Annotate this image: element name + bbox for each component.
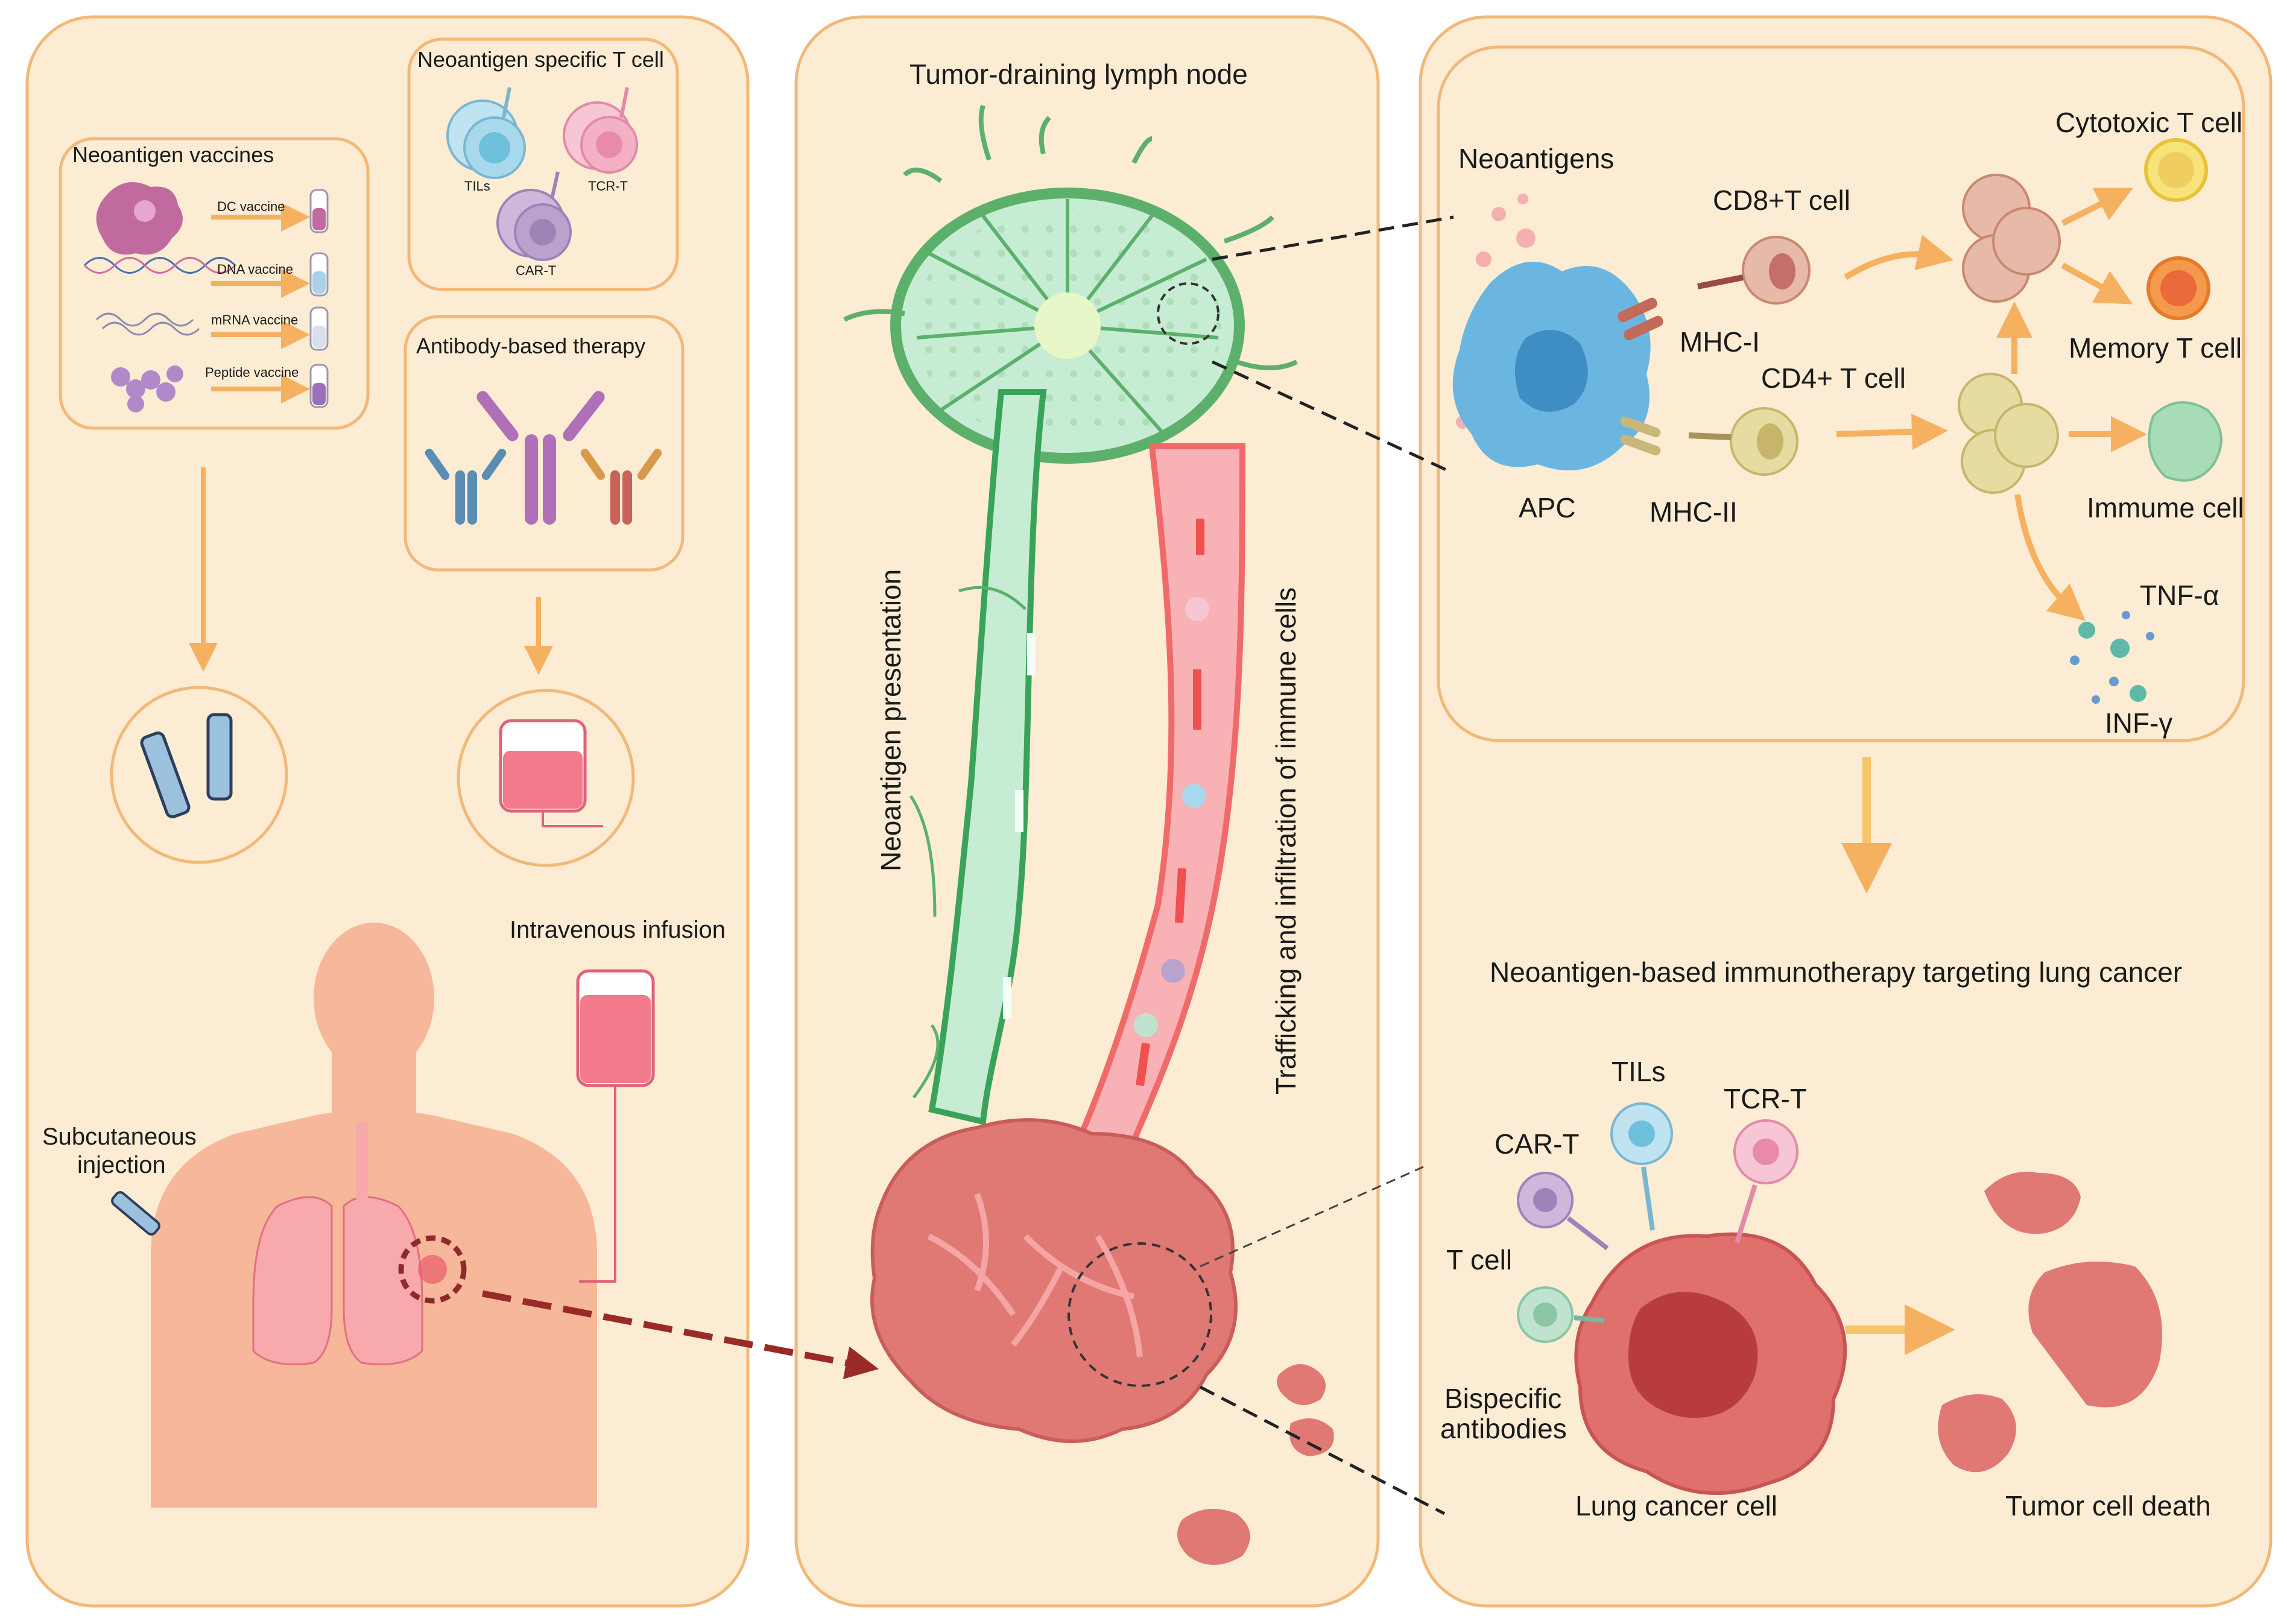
cd8-label: CD8+T cell <box>1713 185 1850 216</box>
antibody-box <box>403 315 685 572</box>
antibody-blue-icon <box>425 449 507 525</box>
apc-label: APC <box>1519 492 1576 523</box>
bispecific-label-line2: antibodies <box>1440 1413 1567 1444</box>
vaccines-box <box>59 137 370 430</box>
mrna-vaccine-label: mRNA vaccine <box>211 312 299 327</box>
tcell-title: Neoantigen specific T cell <box>417 47 664 72</box>
dna-icon <box>83 257 236 274</box>
cd8-cluster-icon <box>1962 174 2061 303</box>
tcell-box <box>407 37 679 291</box>
peptide-vaccine-label: Peptide vaccine <box>205 365 299 380</box>
antibody-purple-icon <box>476 391 605 525</box>
peptide-icon <box>111 365 183 412</box>
tcrt-cell-icon <box>563 87 638 174</box>
immunotherapy-headline: Neoantigen-based immunotherapy targeting… <box>1490 956 2183 988</box>
vaccines-title: Neoantigen vaccines <box>72 142 274 167</box>
mechanism-box <box>1437 45 2245 742</box>
tumor-death-icon <box>1938 1172 2162 1473</box>
tcrt-label-right: TCR-T <box>1724 1083 1807 1114</box>
mhc1-label: MHC-I <box>1680 326 1760 358</box>
trafficking-label: Trafficking and infiltration of immune c… <box>1270 587 1302 1095</box>
cd4-cluster-icon <box>1958 373 2059 494</box>
dna-vaccine-label: DNA vaccine <box>217 262 293 277</box>
subq-label-line1: Subcutaneous <box>42 1123 197 1150</box>
iv-infusion-label: Intravenous infusion <box>510 917 726 943</box>
dc-vaccine-label: DC vaccine <box>217 199 285 214</box>
lung-cancer-cell-label: Lung cancer cell <box>1575 1490 1777 1521</box>
tils-label-right: TILs <box>1612 1056 1666 1087</box>
cytotoxic-label: Cytotoxic T cell <box>2055 107 2243 138</box>
bispecific-label-line1: Bispecific <box>1444 1383 1562 1414</box>
inf-label: INF-γ <box>2105 707 2173 739</box>
memory-label: Memory T cell <box>2069 332 2242 364</box>
antibody-red-icon <box>580 449 662 525</box>
tnf-label: TNF-α <box>2140 580 2219 611</box>
immune-cell-icon <box>2148 401 2222 482</box>
lymphatic-vessel <box>928 389 1047 1126</box>
mhc2-label: MHC-II <box>1650 496 1738 528</box>
iv-bag-icon <box>499 719 603 827</box>
cart-label: CAR-T <box>516 263 557 278</box>
antibody-title: Antibody-based therapy <box>416 333 646 358</box>
dc-vaccine-icon <box>96 182 183 255</box>
tils-label: TILs <box>464 179 490 194</box>
human-body-icon <box>151 923 597 1508</box>
immune-cell-label: Immume cell <box>2087 492 2244 523</box>
cd4-label: CD4+ T cell <box>1761 362 1906 394</box>
tumor-death-label: Tumor cell death <box>2005 1490 2211 1521</box>
tils-cell-icon <box>446 87 526 179</box>
neoantigen-presentation-label: Neoantigen presentation <box>875 569 906 871</box>
cart-label-right: CAR-T <box>1495 1128 1580 1160</box>
tumor-icon <box>870 1118 1238 1443</box>
tube-icon <box>309 189 329 233</box>
lymph-node-icon <box>843 104 1298 464</box>
cytokine-dots <box>2070 611 2154 704</box>
mrna-icon <box>95 312 200 336</box>
subq-label-line2: injection <box>77 1152 166 1178</box>
cart-cell-icon <box>496 171 572 261</box>
lymph-node-title: Tumor-draining lymph node <box>909 58 1248 90</box>
syringe-icon <box>140 713 233 818</box>
tcrt-label: TCR-T <box>588 179 628 194</box>
neoantigens-label: Neoantigens <box>1458 143 1615 174</box>
tcell-label-right: T cell <box>1446 1244 1513 1275</box>
